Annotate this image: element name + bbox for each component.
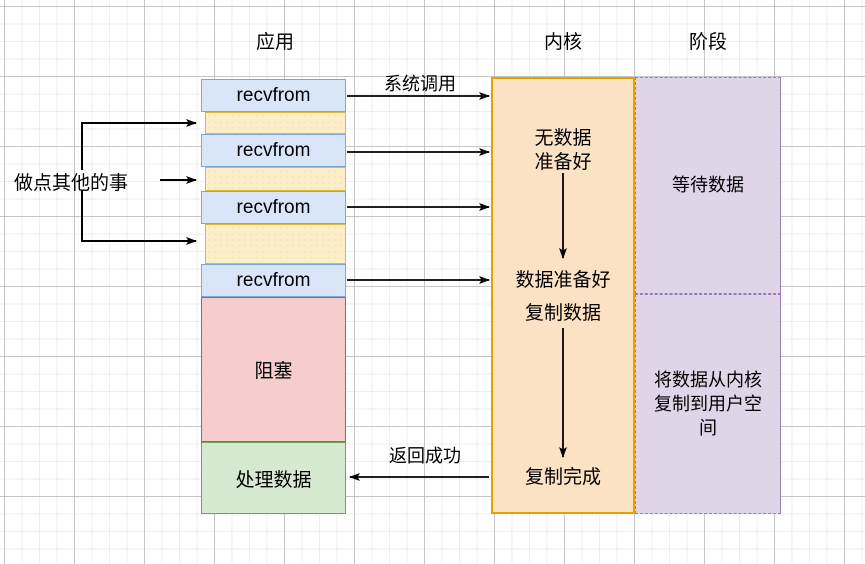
kernel-text-data-ready: 数据准备好 bbox=[515, 270, 611, 291]
column-title-application: 应用 bbox=[255, 32, 294, 53]
app-block-gap-3 bbox=[205, 224, 346, 264]
app-block-gap-2 bbox=[205, 167, 346, 191]
arrow-other-work-top bbox=[81, 119, 197, 170]
stage-box-waiting: 等待数据 bbox=[635, 77, 781, 294]
app-block-recvfrom-1: recvfrom bbox=[201, 79, 346, 112]
column-title-kernel: 内核 bbox=[543, 32, 582, 53]
stage-box-copying: 将数据从内核复制到用户空间 bbox=[635, 294, 781, 514]
edge-label-return-success: 返回成功 bbox=[389, 446, 461, 466]
app-block-recvfrom-3: recvfrom bbox=[201, 191, 346, 224]
app-block-gap-1 bbox=[205, 112, 346, 134]
app-block-process-data: 处理数据 bbox=[201, 442, 346, 514]
app-block-blocked: 阻塞 bbox=[201, 297, 346, 442]
app-block-recvfrom-2: recvfrom bbox=[201, 134, 346, 167]
edge-label-do-other-work: 做点其他的事 bbox=[14, 173, 129, 194]
kernel-text-copy-data: 复制数据 bbox=[524, 303, 601, 324]
column-title-stage: 阶段 bbox=[688, 32, 727, 53]
arrow-other-work-bottom bbox=[81, 190, 197, 245]
edge-label-syscall: 系统调用 bbox=[384, 74, 456, 94]
kernel-text-no-data: 无数据 准备好 bbox=[534, 128, 592, 173]
app-block-recvfrom-4: recvfrom bbox=[201, 264, 346, 297]
kernel-text-copy-done: 复制完成 bbox=[524, 467, 601, 488]
